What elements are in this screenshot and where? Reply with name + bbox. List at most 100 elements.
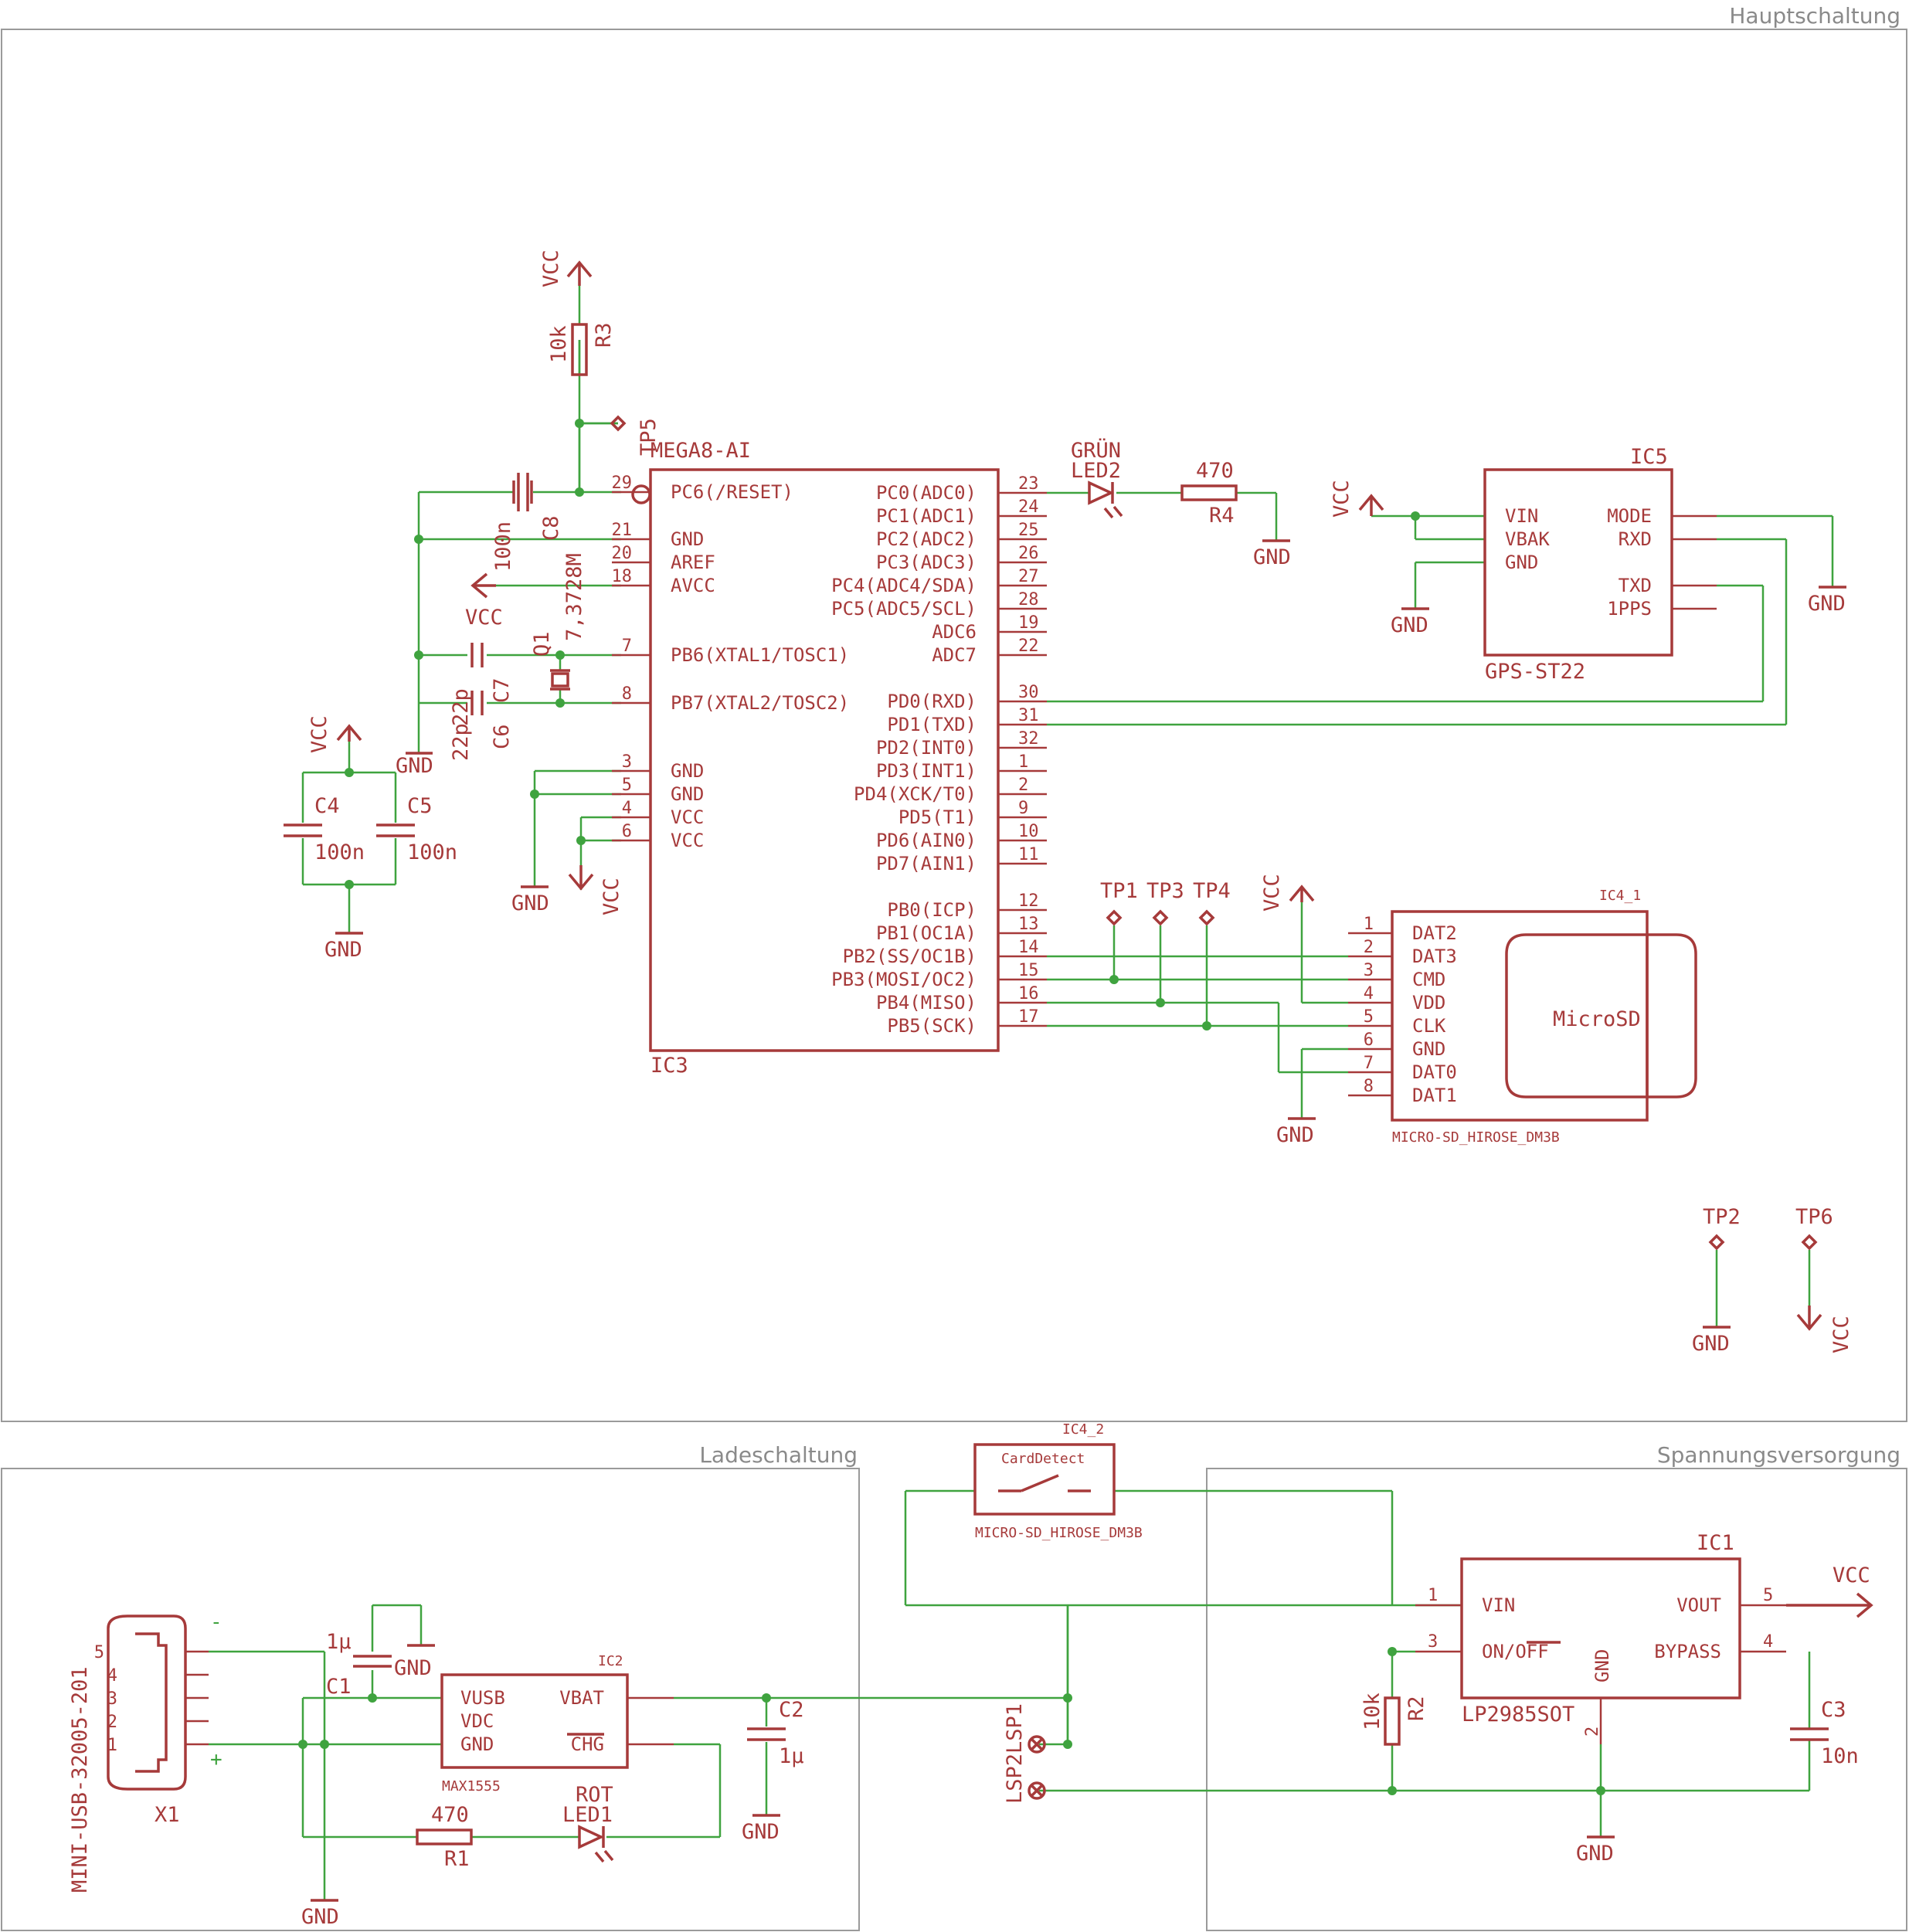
sd-pin-number: 6	[1364, 1031, 1374, 1050]
ic3-pin-number: 18	[612, 567, 633, 586]
frame-title-main: Hauptschaltung	[1729, 3, 1901, 29]
x1-plus: +	[210, 1748, 222, 1771]
ic3-pin-number: 1	[1018, 752, 1028, 772]
resistor-r4[interactable]: 470 R4	[1180, 459, 1238, 528]
lsp2-label: LSP2	[1003, 1754, 1027, 1804]
ic3-pin-label: PC1(ADC1)	[876, 505, 977, 527]
resistor-r1[interactable]: 470 R1	[416, 1803, 473, 1871]
capacitor-c7[interactable]: C7 22p	[449, 643, 514, 726]
testpoint-tp2[interactable]: TP2 GND	[1692, 1205, 1741, 1356]
ic3-pin-number: 3	[622, 752, 632, 772]
gnd-label: GND	[1391, 613, 1428, 637]
c7-name: C7	[490, 677, 514, 703]
capacitor-c1[interactable]: 1µ C1	[326, 1630, 392, 1699]
ic3-pin-label: PB2(SS/OC1B)	[843, 946, 977, 967]
ic4-2-carddetect[interactable]: IC4_2 MICRO-SD_HIROSE_DM3B CardDetect	[973, 1421, 1143, 1541]
led2-name: LED2	[1071, 459, 1121, 483]
gnd-symbol-decoupling: GND	[324, 932, 363, 962]
ic5-gps[interactable]: IC5 GPS-ST22 VIN VBAK GND MODE RXD TXD 1…	[1483, 445, 1717, 684]
ic1-pinnum-3: 3	[1428, 1632, 1438, 1652]
ic3-pin-number: 26	[1018, 544, 1039, 563]
gnd-label: GND	[1808, 592, 1846, 616]
sd-pin-number: 2	[1364, 938, 1374, 957]
ic2-value: MAX1555	[442, 1778, 501, 1794]
ic3-pin-label: PC4(ADC4/SDA)	[831, 575, 977, 596]
ic5-value: GPS-ST22	[1485, 660, 1585, 684]
crystal-q1[interactable]: Q1 7,3728M	[530, 553, 586, 691]
vcc-label: VCC	[1833, 1564, 1870, 1587]
sd-pin-label: CLK	[1412, 1015, 1446, 1037]
ic3-pin-number: 19	[1018, 613, 1039, 633]
gnd-label: GND	[511, 891, 549, 915]
x1-pin-4: 4	[107, 1666, 117, 1686]
gnd-label: GND	[1253, 545, 1291, 569]
gnd-symbol-ic3: GND	[511, 885, 549, 915]
ic1-pin-vout: VOUT	[1676, 1594, 1721, 1616]
ic3-pin-number: 27	[1018, 567, 1039, 586]
r3-name: R3	[592, 322, 616, 348]
c7-value: 22p	[449, 688, 473, 726]
c2-value: 1µ	[779, 1744, 804, 1768]
x1-minus: -	[210, 1611, 222, 1634]
ic1-pin-bypass: BYPASS	[1654, 1641, 1721, 1662]
ic3-pin-label: PC2(ADC2)	[876, 528, 977, 550]
testpoint-tp5[interactable]: TP5	[579, 415, 661, 456]
x1-pin-5: 5	[94, 1643, 104, 1662]
resistor-r2[interactable]: 10k R2	[1360, 1693, 1428, 1746]
capacitor-c5[interactable]: C5 100n	[376, 794, 457, 864]
capacitor-c8[interactable]: C8 100n	[491, 473, 563, 572]
ic3-pin-number: 9	[1018, 799, 1028, 818]
capacitor-c2[interactable]: C2 1µ	[747, 1698, 804, 1768]
q1-name: Q1	[530, 631, 554, 657]
ic1-lp2985[interactable]: IC1 LP2985SOT 1 3 5 4 2 VIN ON/OFF VOUT …	[1415, 1531, 1786, 1744]
ic1-pinnum-5: 5	[1763, 1586, 1773, 1605]
ic3-pin-label: GND	[671, 783, 704, 805]
speaker-lsp[interactable]: LSP1 LSP2	[1003, 1703, 1046, 1804]
ic3-pin-label: PD4(XCK/T0)	[854, 783, 977, 805]
junctions-main	[345, 419, 1420, 1031]
gnd-symbol-c2: GND	[742, 1814, 780, 1844]
sd-pin-number: 7	[1364, 1054, 1374, 1073]
ic3-pin-number: 29	[612, 474, 633, 493]
ic3-pin-number: 21	[612, 521, 633, 540]
ic2-max1555[interactable]: IC2 MAX1555 VUSB VDC GND VBAT CHG	[440, 1653, 674, 1794]
resistor-r3[interactable]: 10k R3	[547, 322, 616, 376]
ic3-pin-label: PB3(MOSI/OC2)	[831, 969, 977, 990]
ic3-pin-number: 4	[622, 799, 632, 818]
ic3-pin-number: 8	[622, 684, 632, 704]
sd-pin-number: 8	[1364, 1077, 1374, 1096]
sd-pin-label: DAT0	[1412, 1061, 1457, 1083]
ic4-2-name: IC4_2	[1062, 1421, 1104, 1438]
ic3-pin-label: PD5(T1)	[898, 806, 977, 828]
x1-value: MINI-USB-32005-201	[68, 1666, 92, 1893]
capacitor-c4[interactable]: C4 100n	[284, 794, 365, 864]
vcc-label: VCC	[600, 878, 623, 915]
c6-name: C6	[490, 724, 514, 749]
testpoints-spi[interactable]: TP1 TP3 TP4	[1100, 879, 1231, 926]
gnd-label: GND	[1692, 1332, 1730, 1356]
sd-pin-label: GND	[1412, 1038, 1445, 1060]
led-led2[interactable]: GRÜN LED2	[1071, 438, 1123, 519]
ic3-pin-number: 25	[1018, 521, 1039, 540]
vcc-symbol-ic3: VCC	[568, 865, 623, 915]
connector-x1[interactable]: 5 4 3 2 1 - + X1 MINI-USB-32005-201	[68, 1611, 222, 1893]
testpoint-tp6[interactable]: TP6 VCC	[1795, 1205, 1853, 1353]
gnd-symbol-usb: GND	[301, 1899, 339, 1929]
q1-value: 7,3728M	[562, 553, 586, 641]
ic3-pin-number: 15	[1018, 961, 1039, 980]
c1-value: 1µ	[326, 1630, 352, 1654]
c8-value: 100n	[491, 521, 515, 572]
capacitor-c6[interactable]: C6 22p	[449, 691, 514, 761]
gnd-symbol-power: GND	[1576, 1835, 1615, 1866]
capacitor-c3[interactable]: C3 10n	[1790, 1698, 1859, 1768]
r3-value: 10k	[547, 325, 571, 363]
ic5-pin-txd: TXD	[1619, 575, 1652, 596]
led2-value: GRÜN	[1071, 438, 1121, 463]
tp6-label: TP6	[1795, 1205, 1833, 1229]
ic3-pin-number: 23	[1018, 474, 1039, 494]
led-led1[interactable]: ROT LED1	[562, 1783, 614, 1863]
r4-value: 470	[1196, 459, 1234, 483]
